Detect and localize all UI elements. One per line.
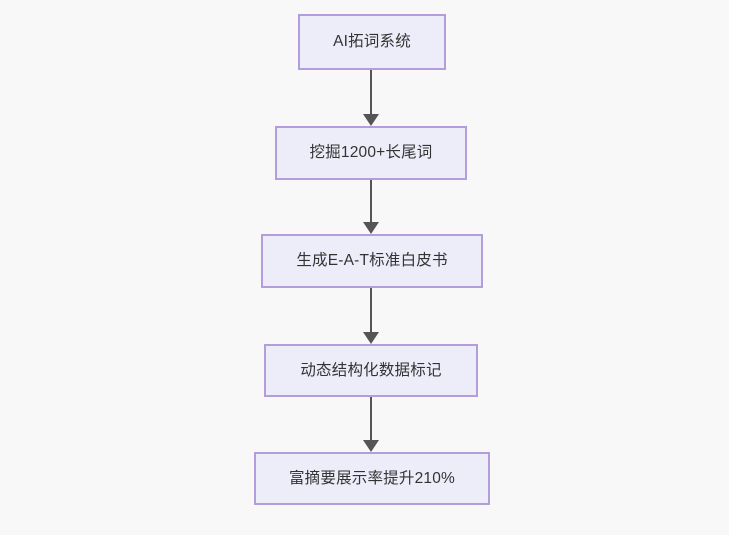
flowchart-node-longtail-keywords[interactable]: 挖掘1200+长尾词: [275, 126, 467, 180]
flowchart-node-label: 生成E-A-T标准白皮书: [296, 252, 448, 270]
flowchart-node-label: 挖掘1200+长尾词: [309, 144, 433, 162]
flowchart-node-rich-snippet-result[interactable]: 富摘要展示率提升210%: [254, 452, 490, 505]
flowchart-node-label: 富摘要展示率提升210%: [288, 469, 456, 487]
flowchart-node-label: AI拓词系统: [333, 33, 411, 51]
flowchart-node-label: 动态结构化数据标记: [300, 361, 442, 379]
flowchart-node-eat-whitepaper[interactable]: 生成E-A-T标准白皮书: [261, 234, 483, 288]
flowchart-node-structured-data-markup[interactable]: 动态结构化数据标记: [264, 344, 478, 397]
flowchart-node-ai-keyword-system[interactable]: AI拓词系统: [298, 14, 446, 70]
